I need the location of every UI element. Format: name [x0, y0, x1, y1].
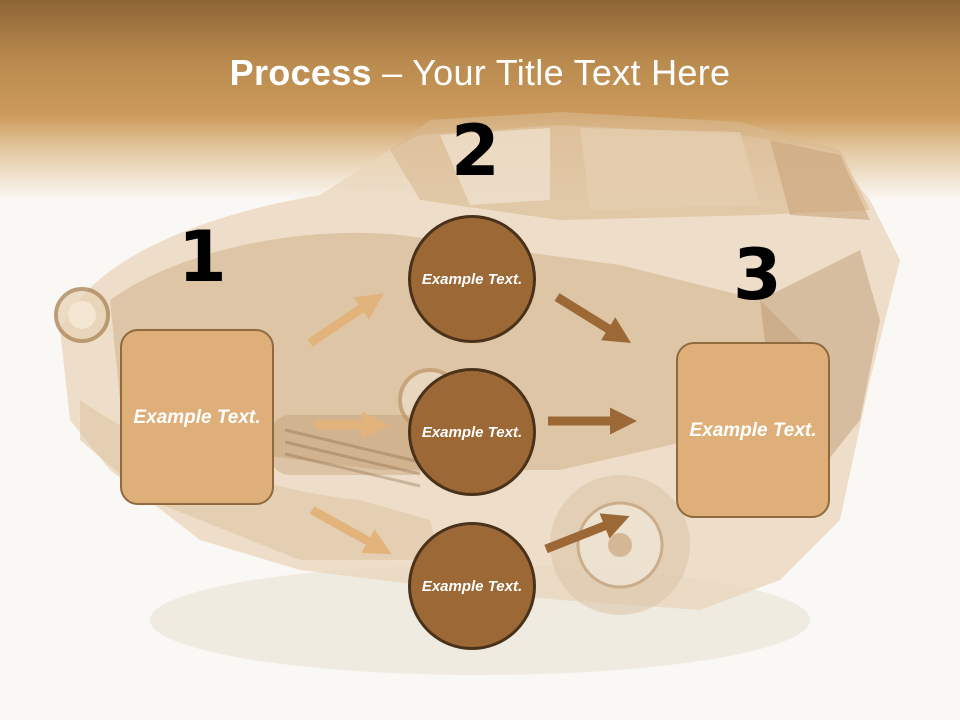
arrow-1-to-2-bottom: [309, 506, 392, 555]
step-number-3: 3: [733, 234, 782, 316]
step-2-top-text: Example Text.: [421, 270, 523, 288]
slide-title: Process – Your Title Text Here: [0, 52, 960, 94]
arrow-1-to-2-top: [307, 293, 384, 347]
step-2-bottom-text: Example Text.: [421, 577, 523, 595]
step-2-circle-middle[interactable]: Example Text.: [408, 368, 536, 496]
title-bold: Process: [229, 52, 372, 93]
step-number-1: 1: [178, 216, 227, 298]
step-1-box[interactable]: Example Text.: [120, 329, 274, 505]
title-rest: – Your Title Text Here: [371, 52, 731, 93]
step-3-text: Example Text.: [689, 419, 817, 441]
step-2-circle-top[interactable]: Example Text.: [408, 215, 536, 343]
step-2-circle-bottom[interactable]: Example Text.: [408, 522, 536, 650]
step-2-middle-text: Example Text.: [421, 423, 523, 441]
step-number-2: 2: [451, 110, 500, 192]
step-3-box[interactable]: Example Text.: [676, 342, 830, 518]
arrow-2-to-3-bottom: [544, 513, 630, 554]
arrow-2-to-3-top: [554, 293, 632, 343]
step-1-text: Example Text.: [133, 406, 261, 428]
